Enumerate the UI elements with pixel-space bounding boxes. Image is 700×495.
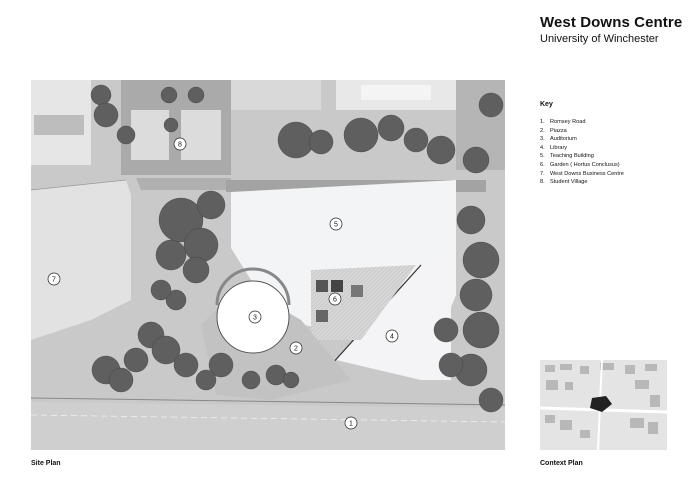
key-item: 2.Piazza bbox=[540, 127, 567, 134]
plan-marker-1: 1 bbox=[344, 416, 358, 430]
svg-text:3: 3 bbox=[253, 315, 257, 322]
site-location-marker bbox=[590, 396, 612, 412]
plan-marker-5: 5 bbox=[329, 217, 343, 231]
site-plan: 1 2 3 4 5 6 7 8 bbox=[31, 80, 505, 450]
plan-marker-2: 2 bbox=[289, 341, 303, 355]
plan-marker-3: 3 bbox=[248, 310, 262, 324]
key-item: 1.Romsey Road bbox=[540, 119, 586, 125]
key-list: 1.Romsey Road 2.Piazza 3.Auditorium 4.Li… bbox=[540, 118, 624, 187]
svg-text:1: 1 bbox=[349, 421, 353, 428]
key-item: 5.Teaching Building bbox=[540, 153, 594, 160]
context-plan bbox=[540, 360, 667, 450]
key-item: 4.Library bbox=[540, 144, 568, 151]
plan-marker-8: 8 bbox=[173, 137, 187, 151]
business-centre-block bbox=[31, 180, 131, 340]
library-building bbox=[336, 255, 451, 380]
key-item: 7.West Downs Business Centre bbox=[540, 170, 624, 177]
plan-marker-6: 6 bbox=[328, 292, 342, 306]
page-subtitle: University of Winchester bbox=[540, 33, 659, 45]
svg-text:2: 2 bbox=[294, 346, 298, 353]
plan-marker-7: 7 bbox=[47, 272, 61, 286]
tree-group bbox=[90, 84, 504, 413]
svg-text:6: 6 bbox=[333, 297, 337, 304]
key-item: 8.Student Village bbox=[540, 179, 588, 186]
svg-text:7: 7 bbox=[52, 277, 56, 284]
key-heading: Key bbox=[540, 101, 553, 108]
key-item: 6.Garden ( Hortus Conclusus) bbox=[540, 161, 620, 168]
context-plan-caption: Context Plan bbox=[540, 460, 583, 467]
svg-text:5: 5 bbox=[334, 222, 338, 229]
key-item: 3.Auditorium bbox=[540, 136, 577, 143]
page-title: West Downs Centre bbox=[540, 14, 683, 31]
romsey-road bbox=[31, 402, 505, 450]
plan-marker-4: 4 bbox=[385, 329, 399, 343]
svg-text:4: 4 bbox=[390, 334, 394, 341]
site-plan-caption: Site Plan bbox=[31, 460, 61, 467]
svg-text:8: 8 bbox=[178, 142, 182, 149]
